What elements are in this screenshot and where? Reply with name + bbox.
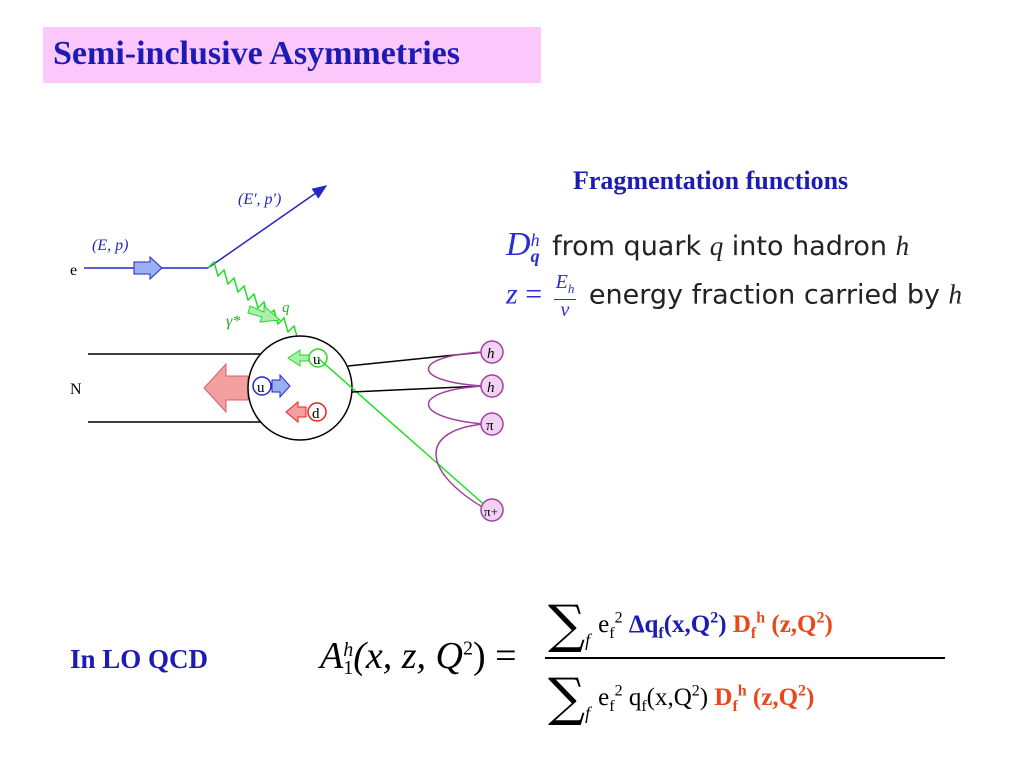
- energy-fraction-var-h: h: [948, 279, 963, 310]
- photon-label: γ*: [226, 313, 240, 330]
- string-loop-1: [427, 351, 485, 387]
- hadron-pi-label: π: [486, 418, 494, 434]
- photon-momentum-arrow: [247, 304, 282, 323]
- hadron-pi-plus: [480, 498, 504, 522]
- num-e-sup: 2: [614, 609, 623, 627]
- energy-fraction-text: energy fraction carried by: [580, 279, 949, 311]
- quark-d-spin-arrow: [285, 400, 307, 424]
- lhs-args-sup: 2: [462, 637, 473, 660]
- num-e: e: [598, 611, 610, 638]
- lhs-sub: 1: [343, 657, 354, 680]
- numerator-sum-icon: ∑: [548, 595, 586, 655]
- lo-qcd-label: In LO QCD: [70, 644, 209, 674]
- struck-quark-label: u: [313, 352, 321, 368]
- den-q-sub: f: [641, 698, 647, 715]
- hadron-h2: [480, 374, 504, 398]
- den-D-sub: f: [732, 698, 738, 715]
- den-e: e: [598, 684, 610, 711]
- num-D-args: (z,Q: [771, 611, 817, 638]
- numerator-sum-index: f: [585, 630, 591, 650]
- den-D-args: (z,Q: [752, 684, 799, 711]
- equals-sign: =: [517, 277, 550, 311]
- den-q-args: (x,Q: [646, 684, 692, 711]
- fragmentation-heading: Fragmentation functions: [573, 166, 849, 195]
- sidis-diagram: e (E, p) (E', p') γ* q N u u d h h π π+: [70, 185, 504, 522]
- num-dq-sub: f: [658, 625, 664, 642]
- quark-u-circle: [252, 376, 272, 396]
- title-box: Semi-inclusive Asymmetries: [43, 27, 541, 83]
- lhs-sup: h: [343, 639, 354, 662]
- photon-line: [207, 260, 299, 341]
- num-D-sub: f: [750, 625, 757, 642]
- hadron-h1: [480, 340, 504, 364]
- string-loop-3: [435, 423, 485, 509]
- lhs-args: (x, z, Q: [353, 635, 463, 677]
- lhs-A: A: [320, 635, 344, 677]
- definition-text-a: from quark: [543, 231, 710, 262]
- num-dq-args-sup: 2: [710, 609, 719, 627]
- incoming-momentum-arrow: [133, 255, 163, 281]
- hadron-h1-label: h: [487, 346, 495, 362]
- den-e-sub: f: [609, 698, 615, 715]
- var-z: z: [506, 277, 518, 311]
- nucleon-label: N: [70, 381, 82, 398]
- num-dq: Δq: [628, 611, 659, 638]
- num-dq-args: (x,Q: [663, 611, 711, 638]
- outgoing-label: (E', p'): [238, 191, 281, 208]
- string-loop-2: [427, 385, 485, 425]
- num-D-sup: h: [756, 609, 766, 627]
- nucleon-spin-arrow: [203, 362, 249, 414]
- den-q: q: [628, 684, 642, 711]
- den-e-sup: 2: [614, 682, 623, 700]
- fragmentation-symbol: D: [506, 226, 531, 263]
- frac-den: ν: [560, 299, 570, 321]
- photon-q-label: q: [282, 300, 290, 316]
- denominator-sum-index: f: [585, 703, 591, 723]
- lhs-close: ) =: [472, 635, 517, 677]
- den-D-args-sup: 2: [798, 682, 807, 700]
- den-q-close: ): [699, 684, 709, 711]
- definition-var-q: q: [709, 231, 724, 261]
- slide-title: Semi-inclusive Asymmetries: [53, 35, 460, 72]
- den-D: D: [714, 684, 733, 711]
- fragmentation-symbol-sub: q: [530, 245, 540, 266]
- incoming-label: (E, p): [92, 237, 128, 254]
- frac-num: E: [555, 271, 568, 293]
- outgoing-electron-line: [207, 185, 328, 269]
- quark-d-label: d: [312, 406, 320, 422]
- den-D-sup: h: [737, 682, 747, 700]
- electron-label: e: [70, 262, 77, 279]
- quark-u-spin-arrow: [271, 373, 291, 399]
- frac-num-sub: h: [567, 281, 575, 296]
- hadron-pi: [480, 412, 504, 436]
- formula-numerator: ∑fef2 Δqf(x,Q2) Dfh (z,Q2): [548, 595, 833, 655]
- num-e-sub: f: [609, 625, 615, 642]
- num-D: D: [732, 611, 751, 638]
- num-dq-close: ): [718, 611, 727, 638]
- num-D-args-sup: 2: [816, 609, 825, 627]
- num-D-close: ): [824, 611, 833, 638]
- hadron-h2-label: h: [487, 380, 495, 396]
- den-q-args-sup: 2: [691, 682, 700, 700]
- string-line-bottom: [351, 385, 485, 393]
- quark-d-circle: [307, 402, 327, 422]
- denominator-sum-icon: ∑: [548, 668, 586, 728]
- quark-u-label: u: [257, 380, 265, 396]
- definition-var-h: h: [895, 231, 910, 261]
- definition-text-b: into hadron: [723, 231, 896, 262]
- struck-quark-line: [317, 357, 489, 509]
- hadron-pi-plus-label: π+: [484, 504, 498, 519]
- den-D-close: ): [806, 684, 815, 711]
- formula-fraction-bar: [545, 657, 945, 659]
- fragmentation-symbol-sup: h: [530, 229, 540, 250]
- formula-denominator: ∑fef2 qf(x,Q2) Dfh (z,Q2): [548, 668, 814, 728]
